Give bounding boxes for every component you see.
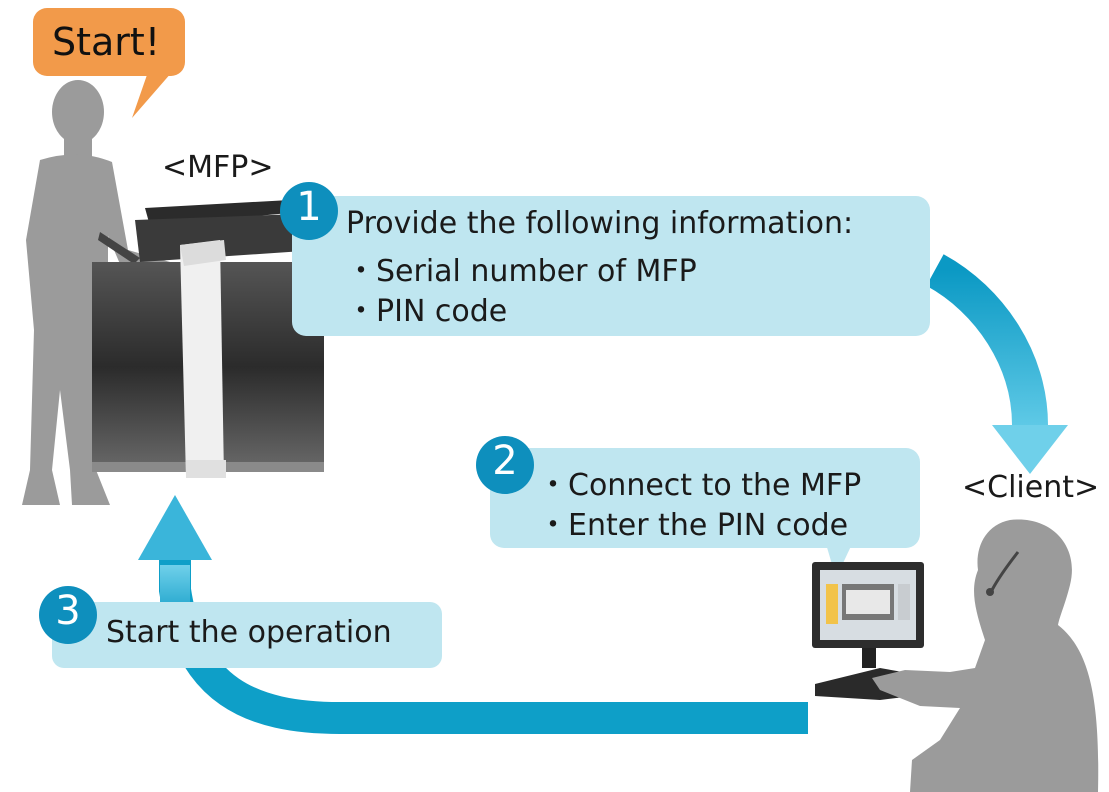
client-label: <Client> xyxy=(962,470,1100,505)
step1-line3: ・PIN code xyxy=(346,294,508,329)
seated-person-silhouette xyxy=(872,519,1099,792)
mfp-label: <MFP> xyxy=(162,150,274,185)
step3-bubble xyxy=(39,586,442,668)
step1-number: 1 xyxy=(296,184,322,230)
step3-line1: Start the operation xyxy=(106,615,392,650)
step2-bubble xyxy=(476,436,920,578)
step3-number: 3 xyxy=(55,588,81,634)
mfp-machine xyxy=(92,200,324,478)
step1-line2: ・Serial number of MFP xyxy=(346,254,697,289)
arrow-to-client xyxy=(925,254,1068,474)
step1-bubble xyxy=(280,182,930,336)
step2-number: 2 xyxy=(492,438,518,484)
step1-line1: Provide the following information: xyxy=(346,206,854,241)
step2-line1: ・Connect to the MFP xyxy=(538,468,862,503)
start-bubble xyxy=(33,8,185,118)
step2-line2: ・Enter the PIN code xyxy=(538,508,849,543)
client-computer xyxy=(812,562,948,700)
start-label: Start! xyxy=(52,20,161,64)
